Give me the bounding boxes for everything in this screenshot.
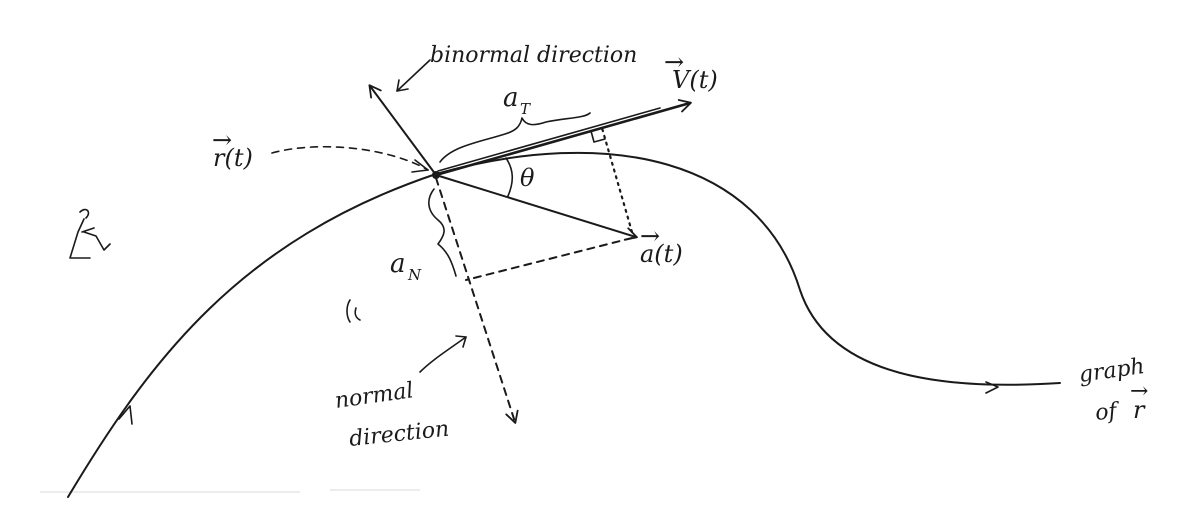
normal-direction-line [435, 177, 519, 424]
right-angle-mark [590, 130, 606, 143]
position-label: r(t) [213, 144, 253, 172]
binormal-pointer [396, 59, 431, 92]
graph-label-r-arrow: → [1130, 379, 1148, 404]
position-pointer-dashed [271, 145, 429, 171]
normal-direction-label-line1: normal [333, 378, 415, 414]
normal-projection-line [465, 237, 633, 281]
velocity-vector-double [437, 107, 661, 172]
binormal-vector [368, 84, 437, 176]
acceleration-label: a(t) [640, 240, 683, 268]
tangential-component-label: a [503, 83, 519, 113]
trajectory-curve [67, 151, 1061, 498]
tangential-projection-line [600, 126, 634, 234]
normal-brace [428, 188, 457, 277]
tangential-component-subscript: T [520, 100, 531, 118]
doodle-figure [69, 208, 111, 259]
curve-direction-arrow-left [118, 405, 133, 425]
theta-arc [505, 157, 514, 197]
normal-pointer [419, 336, 467, 373]
graph-label-of: of [1094, 398, 1122, 426]
normal-pointer-head [455, 335, 467, 348]
scan-artifacts [40, 489, 420, 493]
tangential-brace [439, 112, 591, 163]
position-label-arrow: → [212, 126, 232, 154]
velocity-vector [434, 99, 692, 177]
acceleration-vector [435, 174, 638, 241]
binormal-pointer-head [396, 79, 409, 92]
theta-label: θ [520, 164, 535, 192]
velocity-label: V(t) [672, 66, 718, 94]
doodle-marks [346, 299, 361, 323]
normal-direction-label-line2: direction [348, 417, 450, 452]
velocity-label-arrow: → [664, 48, 684, 76]
acceleration-label-arrow: → [640, 222, 660, 250]
normal-component-label: a [390, 249, 406, 279]
position-pointer-head [411, 159, 429, 173]
binormal-direction-label: binormal direction [430, 43, 637, 68]
curve-direction-arrow-right [985, 381, 999, 394]
normal-component-subscript: N [407, 266, 422, 284]
graph-label-r: r [1133, 396, 1146, 424]
